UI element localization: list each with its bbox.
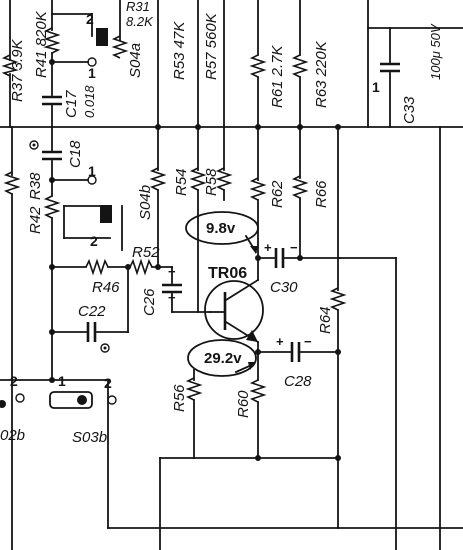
label-r61: R61 2.7K <box>269 44 286 108</box>
label-r53: R53 47K <box>171 21 188 80</box>
r41-resistor <box>43 27 61 54</box>
pin-sw-mid-1: 1 <box>88 163 96 179</box>
label-c18: C18 <box>67 140 84 168</box>
c30-minus-sign: − <box>290 240 298 255</box>
junction-dot <box>49 59 55 65</box>
r62-resistor <box>249 177 267 201</box>
label-r31-value: 8.2K <box>126 14 154 29</box>
output-network <box>107 124 463 550</box>
test-point-c22 <box>100 343 110 353</box>
label-r62: R62 <box>269 180 286 208</box>
label-c28: C28 <box>284 373 312 390</box>
r56-resistor <box>185 377 203 401</box>
collector-voltage-ellipse <box>185 211 259 245</box>
test-point <box>29 140 39 150</box>
label-c30: C30 <box>270 279 298 296</box>
label-r63: R63 220K <box>313 40 330 108</box>
label-c22: C22 <box>78 303 106 320</box>
label-c17: C17 <box>63 90 80 118</box>
label-r56: R56 <box>171 384 188 412</box>
r42-resistor <box>43 195 61 219</box>
label-r58: R58 <box>203 168 220 196</box>
label-c33: C33 <box>401 96 418 124</box>
switch-s03b <box>0 377 117 529</box>
s03b-slider <box>49 391 93 409</box>
s04b-resistor <box>149 167 167 191</box>
label-r54: R54 <box>173 168 190 196</box>
c30-plus-sign: + <box>264 240 272 255</box>
c28-minus-sign: − <box>304 334 312 349</box>
label-r52: R52 <box>132 244 160 261</box>
c26-plus-sign: + <box>168 290 176 305</box>
s03b-contact-mid <box>77 395 87 405</box>
r37-resistor <box>1 54 19 77</box>
emitter-voltage-ellipse <box>187 339 257 377</box>
label-r42: R42 <box>27 206 44 234</box>
r31-resistor <box>111 35 129 59</box>
r52-resistor <box>129 258 153 276</box>
tr06-emitter-arrow <box>246 330 258 342</box>
label-r66: R66 <box>313 180 330 208</box>
label-r64: R64 <box>317 306 334 334</box>
r64-resistor <box>329 287 347 311</box>
label-r46: R46 <box>92 279 120 296</box>
label-r38: R38 <box>27 172 44 200</box>
tr06-body <box>204 280 264 340</box>
pin-s03-2-left: 2 <box>10 373 18 389</box>
pin-c33-plus: 1 <box>372 79 380 95</box>
pin-sw-top-1: 1 <box>88 65 96 81</box>
r60-resistor <box>249 379 267 403</box>
switch-lever-mid <box>100 205 112 223</box>
label-c33-value: 100μ 50V <box>428 23 443 80</box>
left-column-middle <box>3 126 167 550</box>
feedback-network <box>49 258 211 353</box>
label-r41: R41 820K <box>33 10 50 78</box>
left-column-top <box>1 0 129 128</box>
label-s03b: S03b <box>72 429 107 446</box>
label-c26: C26 <box>141 288 158 316</box>
tr06-collector <box>224 278 260 302</box>
s03b-contact-left <box>15 393 25 403</box>
r63-resistor <box>291 54 309 78</box>
label-s04b: S04b <box>137 185 154 220</box>
label-tr06: TR06 <box>208 265 247 282</box>
collector-voltage: 9.8v <box>206 220 236 237</box>
label-r31: R31 <box>126 0 150 14</box>
r58-resistor <box>215 167 233 191</box>
label-r37: R37 3.9K <box>9 38 26 102</box>
label-c17-value: 0.018 <box>82 85 97 118</box>
r46-resistor <box>85 258 109 276</box>
pin-s03-2-right: 2 <box>104 375 112 391</box>
switch-contact-2 <box>87 175 97 185</box>
s03b-contact-right <box>107 395 117 405</box>
r61-resistor <box>249 54 267 78</box>
label-s02b: 02b <box>0 427 25 444</box>
emitter-voltage: 29.2v <box>204 350 242 367</box>
r38-resistor <box>3 171 21 195</box>
r66-resistor <box>291 175 309 199</box>
switch-lever-top <box>96 28 108 46</box>
transistor-tr06 <box>204 257 264 381</box>
label-r57: R57 560K <box>203 12 220 80</box>
c26-minus-sign: − <box>168 264 176 279</box>
r54-resistor <box>189 167 207 191</box>
voltage-callouts <box>185 211 259 377</box>
pin-s03-1: 1 <box>58 373 66 389</box>
label-r60: R60 <box>235 390 252 418</box>
pin-sw-top-2: 2 <box>86 11 94 27</box>
c28-plus-sign: + <box>276 334 284 349</box>
switch-contact-1 <box>87 57 97 67</box>
pin-sw-mid-2: 2 <box>90 233 98 249</box>
top-resistor-chain <box>157 0 463 128</box>
label-s04a: S04a <box>127 43 144 78</box>
